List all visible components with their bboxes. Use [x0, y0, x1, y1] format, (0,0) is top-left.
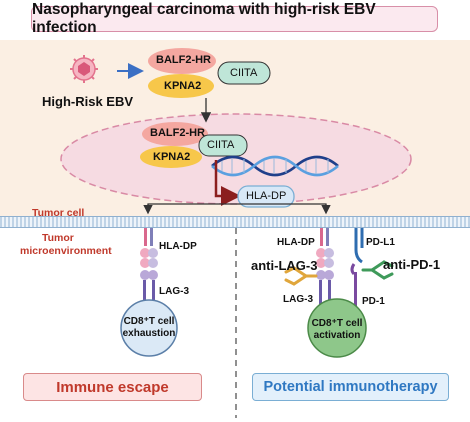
ciita-label-nucleus: CIITA	[207, 139, 235, 151]
nucleus-ellipse	[60, 113, 412, 205]
cd8-activation-label-line1: CD8⁺T cell	[311, 318, 363, 329]
lag3-label-right: LAG-3	[283, 294, 313, 305]
pdl1-label: PD-L1	[366, 237, 395, 248]
anti-pd1-label: anti-PD-1	[383, 257, 441, 272]
ciita-shape-nucleus	[198, 134, 248, 157]
balf2-label-nucleus: BALF2-HR	[150, 127, 205, 139]
balf2-shape-nucleus	[142, 122, 208, 146]
anti-lag3-label: anti-LAG-3	[251, 258, 318, 273]
hla-dp-receptor-left	[140, 228, 158, 268]
tme-label-line2: microenvironment	[20, 245, 112, 257]
kpna2-shape-top	[148, 74, 214, 98]
immune-escape-box: Immune escape	[23, 373, 202, 401]
potential-immunotherapy-box: Potential immunotherapy	[252, 373, 449, 401]
anti-lag3-antibody-icon	[284, 266, 318, 286]
balf2-label-top: BALF2-HR	[156, 54, 211, 66]
hla-dp-label-right: HLA-DP	[277, 237, 315, 248]
pdl1-receptor	[354, 228, 364, 264]
hla-dp-label-left: HLA-DP	[159, 241, 197, 252]
cd8-tcell-exhausted	[120, 299, 178, 357]
virus-icon	[70, 55, 98, 83]
ciita-label-top: CIITA	[230, 67, 258, 79]
hla-dp-receptor-right	[316, 228, 334, 268]
anti-pd1-antibody-icon	[361, 260, 394, 280]
transcription-arrow	[214, 160, 241, 206]
lag3-receptor-left	[140, 270, 158, 308]
lag3-label-left: LAG-3	[159, 286, 189, 297]
ciita-shape-top	[217, 61, 271, 85]
cd8-tcell-activated	[307, 298, 367, 358]
cd8-exhaustion-label-line1: CD8⁺T cell	[123, 316, 175, 327]
hla-dp-box	[237, 185, 295, 208]
kpna2-shape-nucleus	[140, 146, 202, 168]
tumor-cell-label: Tumor cell	[32, 207, 85, 219]
cd8-activation-label-line2: activation	[313, 330, 361, 341]
hla-dp-box-label: HLA-DP	[246, 190, 287, 202]
tme-label-line1: Tumor	[42, 232, 74, 244]
pd1-receptor	[350, 263, 357, 308]
cd8-exhaustion-label-line2: exhaustion	[122, 328, 176, 339]
kpna2-label-nucleus: KPNA2	[153, 151, 191, 163]
figure-title: Nasopharyngeal carcinoma with high-risk …	[31, 1, 438, 36]
kpna2-label-top: KPNA2	[164, 80, 202, 92]
cell-membrane	[0, 216, 470, 228]
pd1-label: PD-1	[362, 296, 385, 307]
virus-label: High-Risk EBV	[42, 94, 134, 109]
hla-dp-split-arrows	[147, 203, 327, 211]
balf2-shape-top	[148, 48, 216, 74]
lag3-receptor-right	[316, 270, 334, 306]
dna-helix-icon	[211, 155, 339, 177]
